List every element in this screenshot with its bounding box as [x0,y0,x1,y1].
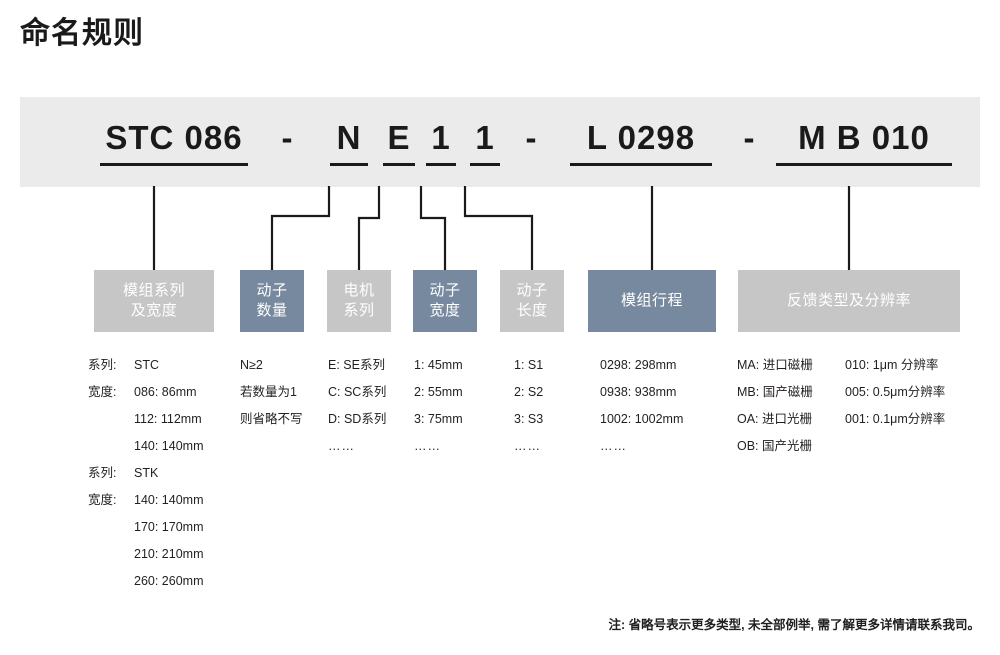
category-label-feedback: 反馈类型及分辨率 [786,291,911,309]
category-label-mover-quantity: 动子 数量 [256,281,288,319]
detail-row: 0298: 298mm [600,358,677,372]
detail-row: OA: 进口光栅 [737,412,813,426]
detail-row-ellipsis: …… [414,439,441,453]
code-segment-mover-quantity: N [330,119,368,166]
detail-mover-width: 1: 45mm 2: 55mm 3: 75mm …… [414,352,463,460]
detail-row: 210: 210mm [134,547,204,561]
detail-row-ellipsis: …… [600,439,627,453]
detail-row: 1: S1 [514,358,544,372]
category-box-mover-length: 动子 长度 [500,270,564,332]
detail-mover-length: 1: S1 2: S2 3: S3 …… [514,352,543,460]
code-segment-mover-width: 1 [426,119,456,166]
detail-row-ellipsis: …… [514,439,541,453]
detail-module-stroke: 0298: 298mm 0938: 938mm 1002: 1002mm …… [600,352,683,460]
detail-row: 3: 75mm [414,412,463,426]
detail-row: 170: 170mm [134,520,204,534]
detail-resolution: 010: 1μm 分辨率 005: 0.5μm分辨率 001: 0.1μm分辨率 [845,352,945,433]
detail-row: 1: 45mm [414,358,463,372]
detail-row: OB: 国产光栅 [737,439,813,453]
connector-mover-quantity [270,186,331,270]
detail-mover-quantity: N≥2 若数量为1 则省略不写 [240,352,303,433]
code-segment-motor-series: E [383,119,415,166]
detail-row-ellipsis: …… [328,439,355,453]
category-label-module-series-width: 模组系列 及宽度 [122,281,185,319]
detail-row: 2: S2 [514,385,544,399]
detail-row: E: SE系列 [328,358,385,372]
page-title: 命名规则 [20,17,144,50]
detail-row: 宽度:086: 86mm [88,385,197,399]
detail-row: 2: 55mm [414,385,463,399]
code-segment-module-stroke: L 0298 [570,119,712,166]
detail-row: MA: 进口磁栅 [737,358,813,372]
code-dash-2: - [525,119,537,156]
detail-motor-series: E: SE系列 C: SC系列 D: SD系列 …… [328,352,386,460]
detail-row: 系列:STK [88,466,159,480]
detail-row: MB: 国产磁栅 [737,385,813,399]
code-dash-1: - [281,119,293,156]
category-label-mover-length: 动子 长度 [516,281,548,319]
detail-feedback-type: MA: 进口磁栅 MB: 国产磁栅 OA: 进口光栅 OB: 国产光栅 [737,352,813,460]
detail-row: C: SC系列 [328,385,387,399]
category-box-mover-quantity: 动子 数量 [240,270,304,332]
category-box-motor-series: 电机 系列 [327,270,391,332]
category-label-mover-width: 动子 宽度 [429,281,461,319]
connector-mover-width [419,186,447,270]
detail-row: 1002: 1002mm [600,412,684,426]
connector-motor-series [357,186,381,270]
detail-row: 若数量为1 [240,385,297,399]
detail-row: D: SD系列 [328,412,387,426]
detail-row: 001: 0.1μm分辨率 [845,412,946,426]
detail-row: 则省略不写 [240,412,303,426]
connector-mover-length [463,186,534,270]
code-segment-mover-length: 1 [470,119,500,166]
code-segment-module-series-width: STC 086 [100,119,248,166]
model-code-row: STC 086 - N E 1 1 - L 0298 - M B 010 [20,97,980,187]
model-code-banner: STC 086 - N E 1 1 - L 0298 - M B 010 [20,97,980,187]
detail-row: 010: 1μm 分辨率 [845,358,939,372]
detail-row: 112: 112mm [134,412,202,426]
detail-row: 140: 140mm [134,439,204,453]
detail-row: N≥2 [240,358,263,372]
category-box-module-series-width: 模组系列 及宽度 [94,270,214,332]
code-dash-3: - [743,119,755,156]
detail-module-series-width: 系列:STC 宽度:086: 86mm 112: 112mm 140: 140m… [88,352,203,595]
footnote: 注: 省略号表示更多类型, 未全部例举, 需了解更多详情请联系我司。 [608,618,980,632]
detail-row: 260: 260mm [134,574,204,588]
category-box-module-stroke: 模组行程 [588,270,716,332]
category-box-mover-width: 动子 宽度 [413,270,477,332]
detail-row: 0938: 938mm [600,385,677,399]
category-box-feedback: 反馈类型及分辨率 [738,270,960,332]
detail-row: 宽度:140: 140mm [88,493,204,507]
detail-row: 系列:STC [88,358,159,372]
detail-row: 3: S3 [514,412,544,426]
category-label-motor-series: 电机 系列 [343,281,375,319]
code-segment-feedback: M B 010 [776,119,952,166]
category-label-module-stroke: 模组行程 [620,291,683,309]
detail-row: 005: 0.5μm分辨率 [845,385,946,399]
